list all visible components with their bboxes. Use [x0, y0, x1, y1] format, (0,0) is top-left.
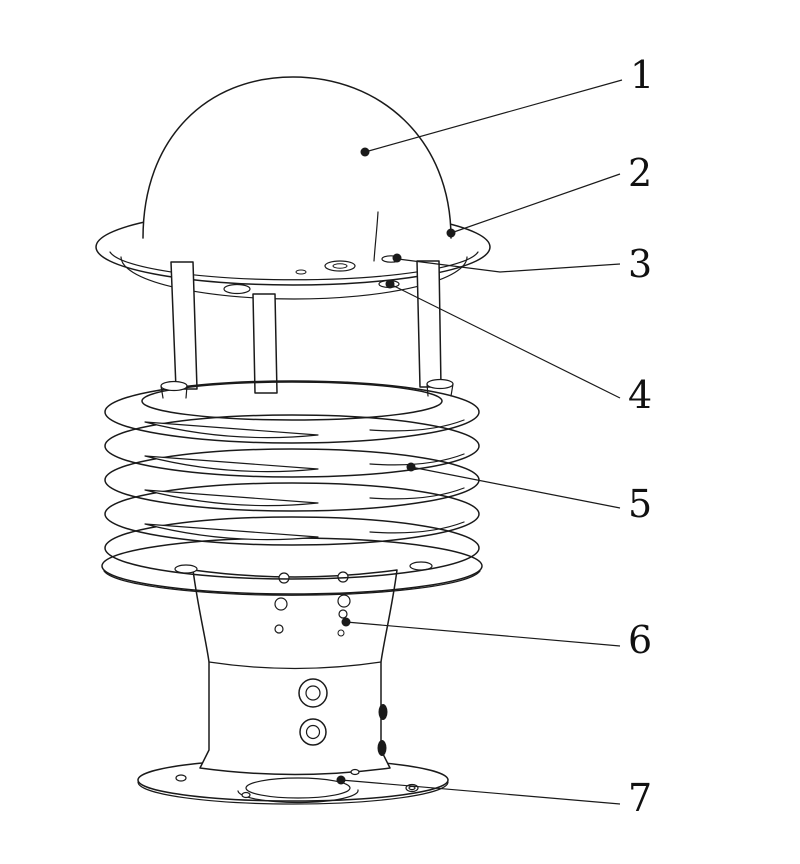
callout-3: 3	[392, 242, 652, 286]
base-center-boss	[245, 777, 351, 799]
louver-top-ring	[141, 381, 443, 421]
callout-2-label: 2	[628, 151, 652, 195]
callout-3-leader	[397, 258, 621, 273]
callout-7-leader	[340, 779, 621, 805]
callout-4-dot	[385, 279, 395, 289]
bolt-upper	[298, 678, 328, 708]
pillar-middle	[252, 293, 278, 394]
pillar-left	[170, 261, 198, 390]
callout-7-dot	[336, 775, 346, 785]
callout-7-label: 7	[628, 776, 652, 820]
callout-4-label: 4	[628, 373, 652, 417]
cap-underside	[109, 251, 479, 300]
callout-3-dot	[392, 253, 402, 263]
callout-4-leader	[389, 283, 621, 399]
louver-plate-1	[104, 380, 480, 444]
callout-5-label: 5	[628, 482, 652, 526]
louver-stack	[104, 378, 480, 580]
side-port-lower	[377, 740, 387, 756]
callout-6-label: 6	[628, 618, 652, 662]
undercap-sensor-parts	[223, 255, 401, 295]
cap-seam-line	[373, 211, 379, 262]
callouts: 1 2 3 4 5 6 7	[336, 53, 654, 820]
callout-5: 5	[406, 462, 652, 526]
louver-plate-5	[104, 516, 480, 580]
louver-plate-4	[104, 482, 480, 546]
callout-2-dot	[446, 228, 456, 238]
callout-2: 2	[446, 151, 652, 238]
callout-3-label: 3	[628, 242, 652, 286]
mount-tab-right	[426, 378, 454, 397]
mount-tab-left	[160, 380, 188, 399]
callout-2-leader	[450, 173, 621, 234]
callout-1-leader	[364, 79, 623, 153]
louver-gap-crescents	[144, 419, 465, 541]
pillar-right	[416, 260, 442, 388]
callout-1: 1	[360, 53, 654, 157]
louver-plate-2	[104, 414, 480, 478]
dome	[142, 76, 452, 262]
callout-6: 6	[341, 617, 652, 662]
callout-6-dot	[341, 617, 351, 627]
bolt-lower	[299, 718, 327, 746]
body-vent-holes	[274, 571, 351, 637]
callout-7: 7	[336, 775, 652, 820]
callout-5-dot	[406, 462, 416, 472]
mounting-body	[192, 569, 398, 776]
callout-1-dot	[360, 147, 370, 157]
callout-4: 4	[385, 279, 652, 417]
callout-5-leader	[410, 466, 621, 509]
callout-1-label: 1	[630, 53, 654, 97]
callout-6-leader	[345, 621, 621, 647]
body-seam	[208, 661, 382, 670]
side-port-upper	[378, 704, 388, 720]
